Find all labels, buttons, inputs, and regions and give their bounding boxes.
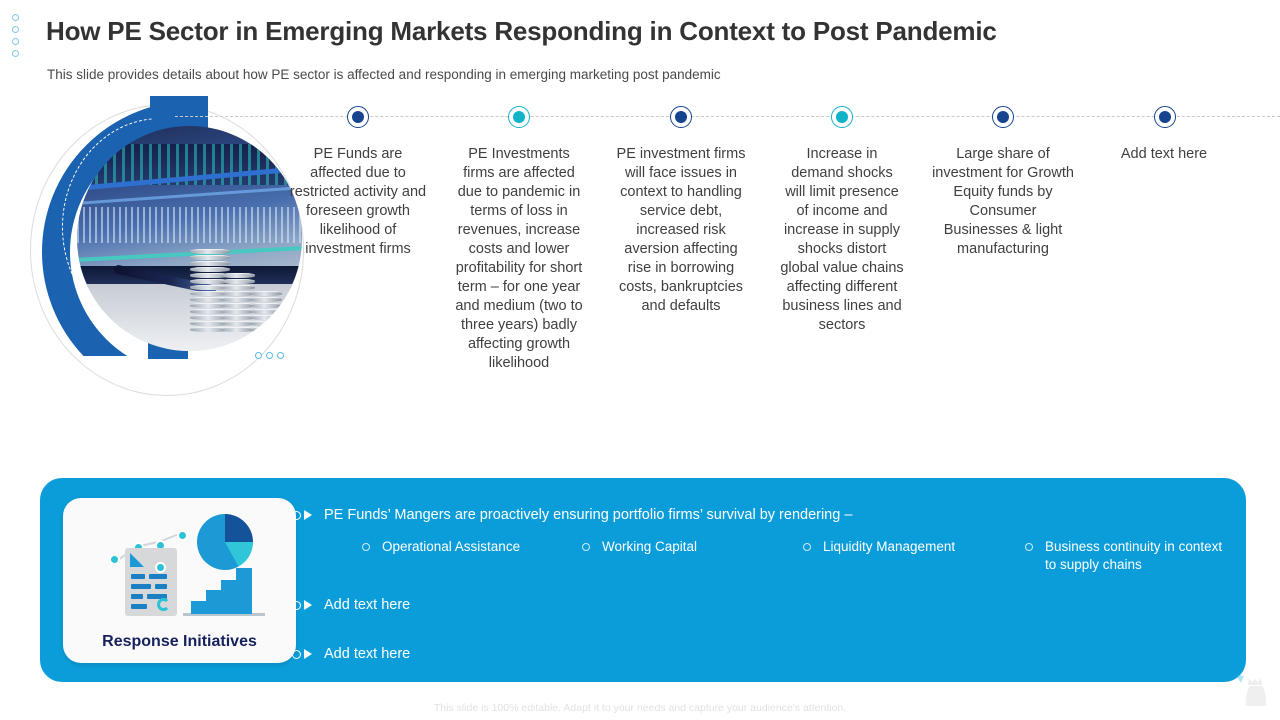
- bullet-text: Add text here: [324, 646, 411, 662]
- watermark-logo-icon: [1235, 674, 1266, 706]
- card-label: Response Initiatives: [102, 633, 257, 650]
- marker-dot-icon: [836, 111, 848, 123]
- panel-subitem-4: Business continuity in context to supply…: [1025, 538, 1225, 574]
- response-initiatives-panel: Response Initiatives PE Funds’ Mangers a…: [40, 478, 1246, 682]
- response-initiatives-card: Response Initiatives: [63, 498, 296, 663]
- bullet-circle-icon: [292, 601, 301, 610]
- footer-note: This slide is 100% editable. Adapt it to…: [433, 702, 847, 714]
- circular-image-graphic: [22, 96, 304, 406]
- subitem-text: Liquidity Management: [823, 539, 956, 554]
- timeline-column-5: Large share of investment for Growth Equ…: [932, 146, 1074, 257]
- bullet-triangle-icon: [304, 510, 312, 520]
- decor-dot-icon: [12, 14, 19, 21]
- bullet-triangle-icon: [304, 649, 312, 659]
- timeline-column-6: Add text here: [1120, 146, 1208, 162]
- bullet-triangle-icon: [304, 600, 312, 610]
- timeline-marker-2[interactable]: [508, 106, 530, 128]
- bullet-text: Add text here: [324, 597, 411, 613]
- decor-dot-icon: [12, 26, 19, 33]
- finance-photo: [77, 126, 302, 351]
- marker-dot-icon: [352, 111, 364, 123]
- decor-dot-icon: [12, 50, 19, 57]
- panel-bullet-1: PE Funds’ Mangers are proactively ensuri…: [292, 506, 1222, 524]
- timeline-column-4: Increase in demand shocks will limit pre…: [780, 146, 904, 333]
- panel-subitem-3: Liquidity Management: [803, 538, 983, 556]
- subitem-text: Business continuity in context to supply…: [1045, 539, 1223, 572]
- node-dot-icon: [177, 530, 188, 541]
- accent-dot-icon: [255, 352, 262, 359]
- photo-bar-band: [77, 207, 302, 243]
- analytics-icon: [87, 510, 277, 620]
- pie-chart-icon: [197, 514, 253, 570]
- timeline-marker-1[interactable]: [347, 106, 369, 128]
- chart-baseline: [183, 613, 265, 616]
- node-dot-icon: [109, 554, 120, 565]
- bullet-text: PE Funds’ Mangers are proactively ensuri…: [324, 507, 853, 523]
- timeline-column-2: PE Investments firms are affected due to…: [455, 146, 583, 371]
- document-icon: [125, 548, 177, 616]
- accent-dot-icon: [266, 352, 273, 359]
- panel-subitem-1: Operational Assistance: [362, 538, 542, 556]
- timeline-marker-6[interactable]: [1154, 106, 1176, 128]
- bullet-circle-icon: [292, 511, 301, 520]
- marker-dot-icon: [513, 111, 525, 123]
- timeline-dashed-line: [175, 116, 1280, 117]
- subitem-circle-icon: [1025, 543, 1033, 551]
- subitem-circle-icon: [803, 543, 811, 551]
- bullet-circle-icon: [292, 650, 301, 659]
- timeline-column-3: PE investment firms will face issues in …: [616, 146, 746, 314]
- page-subtitle: This slide provides details about how PE…: [47, 67, 721, 82]
- marker-dot-icon: [997, 111, 1009, 123]
- panel-bullet-3: Add text here: [292, 645, 692, 663]
- timeline-marker-3[interactable]: [670, 106, 692, 128]
- bar-chart-icon: [191, 566, 253, 614]
- subitem-circle-icon: [582, 543, 590, 551]
- photo-coin-stack: [221, 273, 255, 333]
- panel-bullet-2: Add text here: [292, 596, 692, 614]
- photo-coin-stack: [189, 249, 230, 333]
- marker-dot-icon: [1159, 111, 1171, 123]
- decor-dot-icon: [12, 38, 19, 45]
- subitem-circle-icon: [362, 543, 370, 551]
- timeline-marker-5[interactable]: [992, 106, 1014, 128]
- subitem-text: Operational Assistance: [382, 539, 521, 554]
- marker-dot-icon: [675, 111, 687, 123]
- title-decoration-dots: [12, 14, 19, 57]
- accent-dot-icon: [277, 352, 284, 359]
- timeline-column-1: PE Funds are affected due to restricted …: [289, 146, 427, 257]
- page-title: How PE Sector in Emerging Markets Respon…: [46, 16, 997, 46]
- timeline-marker-4[interactable]: [831, 106, 853, 128]
- subitem-text: Working Capital: [602, 539, 698, 554]
- photo-light-line: [77, 185, 302, 205]
- photo-coin-stack: [250, 291, 283, 333]
- accent-dots-decoration: [255, 352, 284, 359]
- panel-subitem-2: Working Capital: [582, 538, 762, 556]
